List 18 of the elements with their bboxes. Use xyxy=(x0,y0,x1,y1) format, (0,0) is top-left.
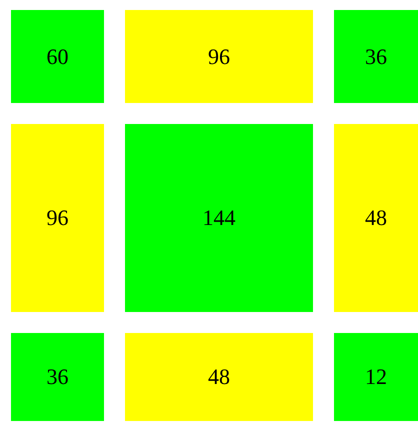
area-rectangle xyxy=(125,10,313,103)
area-value: 12 xyxy=(365,364,387,390)
area-value: 48 xyxy=(208,364,230,390)
area-value: 96 xyxy=(46,205,68,231)
area-rectangle xyxy=(125,333,313,421)
area-value: 96 xyxy=(208,44,230,70)
area-rectangle xyxy=(334,333,418,421)
area-rectangle xyxy=(11,124,104,312)
area-rectangle xyxy=(334,124,418,312)
area-rectangle xyxy=(11,10,104,103)
area-value: 36 xyxy=(46,364,68,390)
area-value: 144 xyxy=(202,205,236,231)
area-rectangle xyxy=(125,124,313,312)
area-rectangle xyxy=(334,10,418,103)
area-rectangle xyxy=(11,333,104,421)
area-value: 60 xyxy=(46,44,68,70)
area-value: 36 xyxy=(365,44,387,70)
area-value: 48 xyxy=(365,205,387,231)
